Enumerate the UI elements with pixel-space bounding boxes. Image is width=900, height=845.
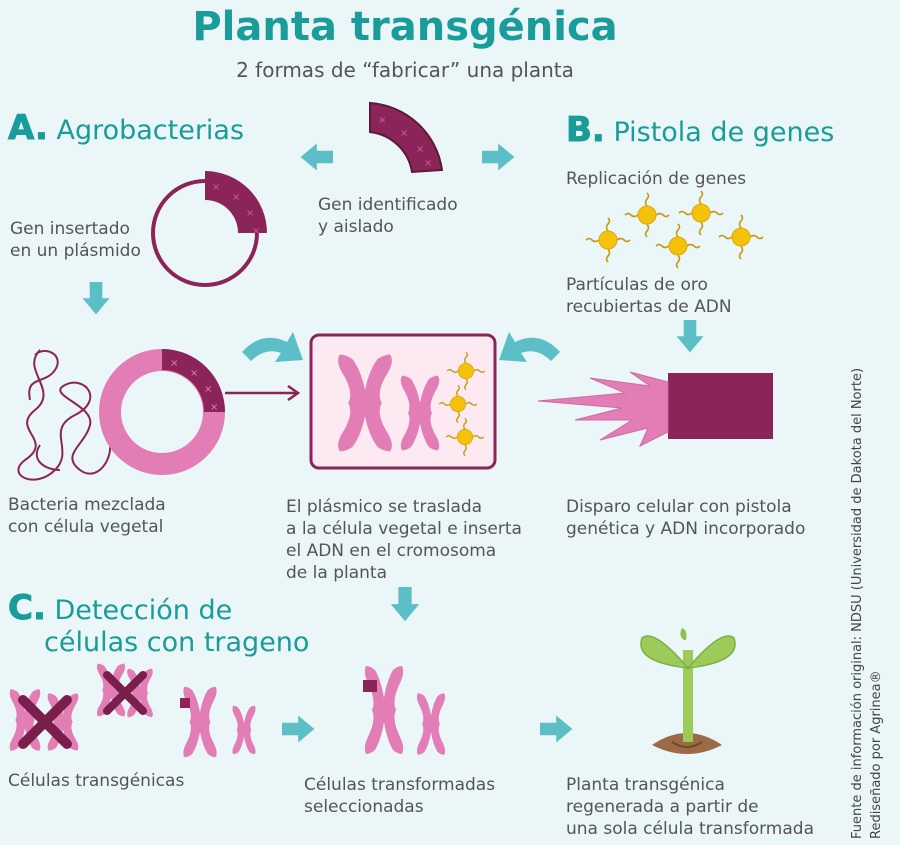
section-c-label-line2: células con trageno — [44, 627, 310, 658]
transgenic-cells-group — [9, 663, 256, 758]
label-gold-particles: Partículas de oro recubiertas de ADN — [566, 275, 732, 317]
label-selected-cells: Células transformadas seleccionadas — [304, 775, 496, 817]
transgenic-plant — [640, 628, 736, 754]
arrow-plasmid-to-cell — [225, 384, 301, 402]
svg-text:×: × — [212, 182, 220, 193]
arrow-to-agrobacteria — [300, 143, 333, 171]
svg-text:×: × — [424, 158, 432, 169]
svg-text:×: × — [170, 358, 178, 369]
svg-text:×: × — [416, 144, 424, 155]
svg-text:×: × — [400, 128, 408, 139]
svg-text:×: × — [190, 368, 198, 379]
gold-particle-4 — [655, 223, 701, 269]
section-c-header: C. Detección de células con trageno — [8, 591, 310, 659]
svg-text:×: × — [378, 115, 386, 126]
section-b-letter: B. — [566, 110, 606, 151]
label-transgenic-cells: Células transgénicas — [8, 771, 185, 791]
section-c-letter: C. — [8, 588, 47, 628]
selected-cells-group — [363, 666, 446, 755]
label-gene-replication: Replicación de genes — [566, 169, 747, 189]
svg-text:×: × — [204, 384, 212, 395]
svg-text:×: × — [246, 208, 254, 219]
arrow-down-to-detection — [390, 587, 420, 622]
section-a-header: A. Agrobacterias — [8, 108, 245, 149]
label-bacteria-mix: Bacteria mezclada con célula vegetal — [8, 495, 166, 537]
gold-particle-5 — [718, 214, 764, 260]
bacteria-squiggle — [17, 349, 112, 481]
label-gene-plasmid: Gen insertado en un plásmido — [10, 219, 141, 261]
svg-text:×: × — [252, 226, 260, 237]
gold-particle-3 — [585, 217, 631, 263]
plasmid-icon: × × × × — [151, 171, 267, 287]
gold-particle-1 — [624, 192, 670, 238]
label-plasmid-moves: El plásmico se traslada a la célula vege… — [286, 497, 522, 583]
gold-particle-2 — [678, 190, 724, 236]
page-title: Planta transgénica — [192, 4, 618, 50]
label-gene-gun-shot: Disparo celular con pistola genética y A… — [566, 497, 806, 539]
curved-arrow-right — [499, 332, 560, 362]
label-gene-isolated: Gen identificado y aislado — [318, 195, 458, 237]
gene-gun-blast — [537, 371, 669, 448]
arrow-down-gene-gun — [676, 320, 704, 353]
arrow-to-gene-gun — [482, 143, 515, 171]
label-regenerated-plant: Planta transgénica regenerada a partir d… — [566, 775, 814, 839]
curved-arrow-left — [242, 332, 303, 362]
arrow-to-plant — [540, 715, 573, 743]
arrow-to-selected-cells — [282, 715, 315, 743]
page-subtitle: 2 formas de “fabricar” una planta — [236, 58, 574, 82]
arrow-down-plasmid — [82, 282, 110, 315]
plasmid-ring: × × × × — [99, 349, 225, 475]
svg-text:×: × — [210, 402, 218, 413]
section-a-letter: A. — [8, 108, 49, 149]
svg-text:×: × — [232, 192, 240, 203]
isolated-gene-segment: ×××× — [369, 101, 444, 174]
section-b-label: Pistola de genes — [613, 117, 835, 148]
section-c-label-line1: Detección de — [54, 595, 233, 626]
gene-gun-body — [668, 373, 773, 439]
section-b-header: B. Pistola de genes — [566, 110, 835, 151]
section-a-label: Agrobacterias — [56, 115, 245, 146]
